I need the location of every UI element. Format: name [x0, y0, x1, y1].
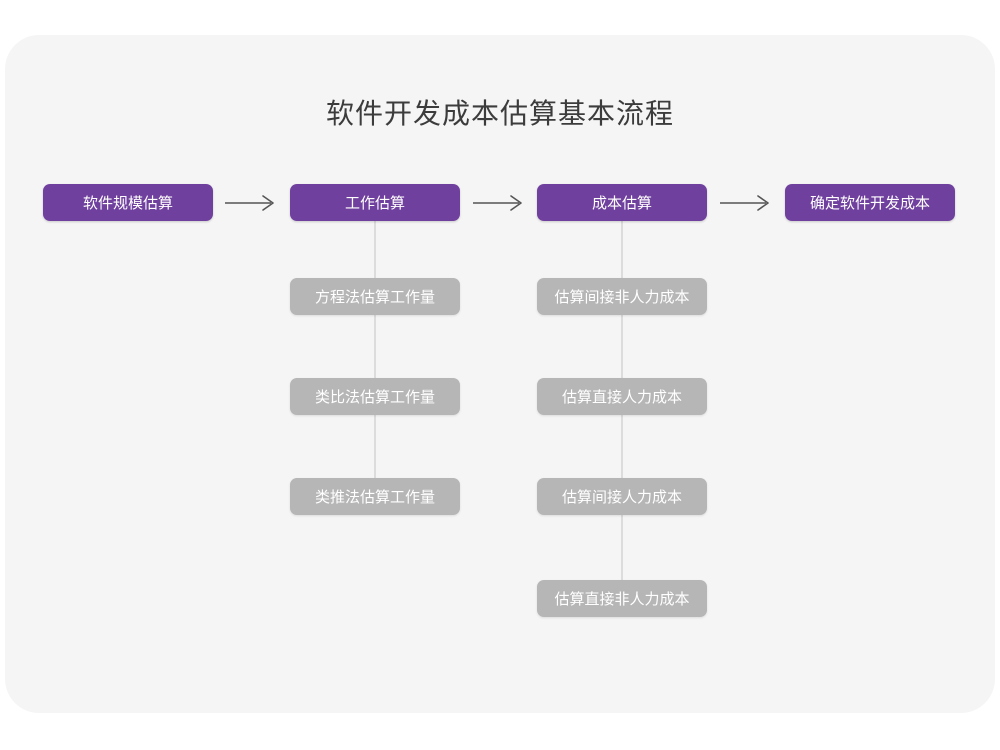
sub-node-direct-labor-cost[interactable]: 估算直接人力成本	[537, 378, 707, 415]
stage-node-software-size-estimation[interactable]: 软件规模估算	[43, 184, 213, 221]
page-title: 软件开发成本估算基本流程	[325, 98, 674, 129]
stage-node-determine-development-cost[interactable]: 确定软件开发成本	[785, 184, 955, 221]
sub-node-analogy-method-effort[interactable]: 类比法估算工作量	[290, 378, 460, 415]
diagram-card	[5, 35, 995, 713]
sub-node-indirect-labor-cost[interactable]: 估算间接人力成本	[537, 478, 707, 515]
arrow-stage-1-to-2	[223, 193, 279, 213]
arrow-stage-3-to-4	[718, 193, 774, 213]
connector-line-stage-2	[374, 220, 376, 480]
stage-node-cost-estimation[interactable]: 成本估算	[537, 184, 707, 221]
stage-node-effort-estimation[interactable]: 工作估算	[290, 184, 460, 221]
sub-node-indirect-nonlabor-cost[interactable]: 估算间接非人力成本	[537, 278, 707, 315]
sub-node-analogical-method-effort[interactable]: 类推法估算工作量	[290, 478, 460, 515]
sub-node-direct-nonlabor-cost[interactable]: 估算直接非人力成本	[537, 580, 707, 617]
sub-node-equation-method-effort[interactable]: 方程法估算工作量	[290, 278, 460, 315]
arrow-stage-2-to-3	[471, 193, 527, 213]
